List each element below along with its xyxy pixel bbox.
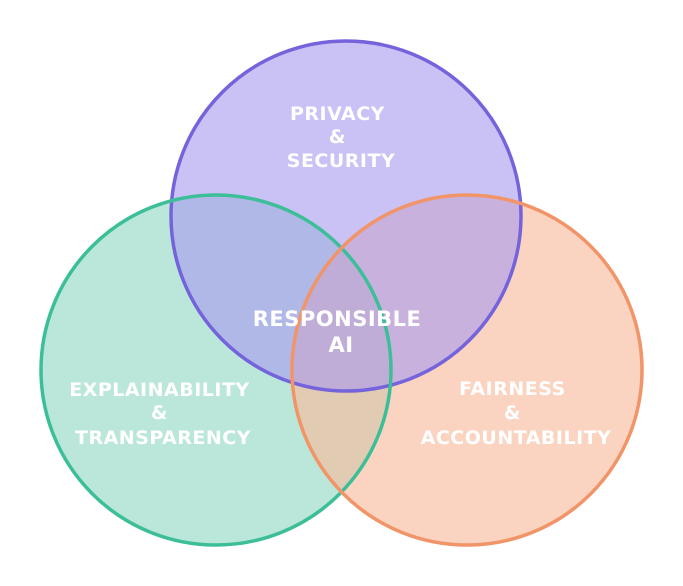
circle-privacy-fill — [171, 41, 521, 391]
label-center-line-2: AI — [328, 333, 353, 357]
label-fairness-line-1: FAIRNESS — [459, 378, 566, 400]
label-privacy-line-1: PRIVACY — [290, 103, 385, 125]
circle-fairness-outline — [290, 193, 644, 547]
circle-fills — [41, 41, 642, 545]
label-fairness-accountability: FAIRNESS & ACCOUNTABILITY — [421, 378, 612, 449]
label-responsible-ai: RESPONSIBLE AI — [253, 307, 429, 357]
label-privacy-line-3: SECURITY — [287, 150, 395, 172]
label-privacy-line-2: & — [329, 126, 346, 148]
circle-outlines — [39, 39, 644, 547]
label-explainability-transparency: EXPLAINABILITY & TRANSPARENCY — [69, 379, 257, 449]
label-privacy-security: PRIVACY & SECURITY — [287, 103, 395, 172]
label-fairness-line-2: & — [504, 402, 521, 424]
circle-explainability-outline — [39, 193, 393, 547]
circle-privacy-outline — [169, 39, 523, 393]
label-explainability-line-2: & — [151, 402, 168, 424]
label-explainability-line-3: TRANSPARENCY — [75, 427, 251, 449]
label-explainability-line-1: EXPLAINABILITY — [69, 379, 250, 401]
label-fairness-line-3: ACCOUNTABILITY — [421, 427, 612, 449]
label-center-line-1: RESPONSIBLE — [253, 307, 422, 331]
